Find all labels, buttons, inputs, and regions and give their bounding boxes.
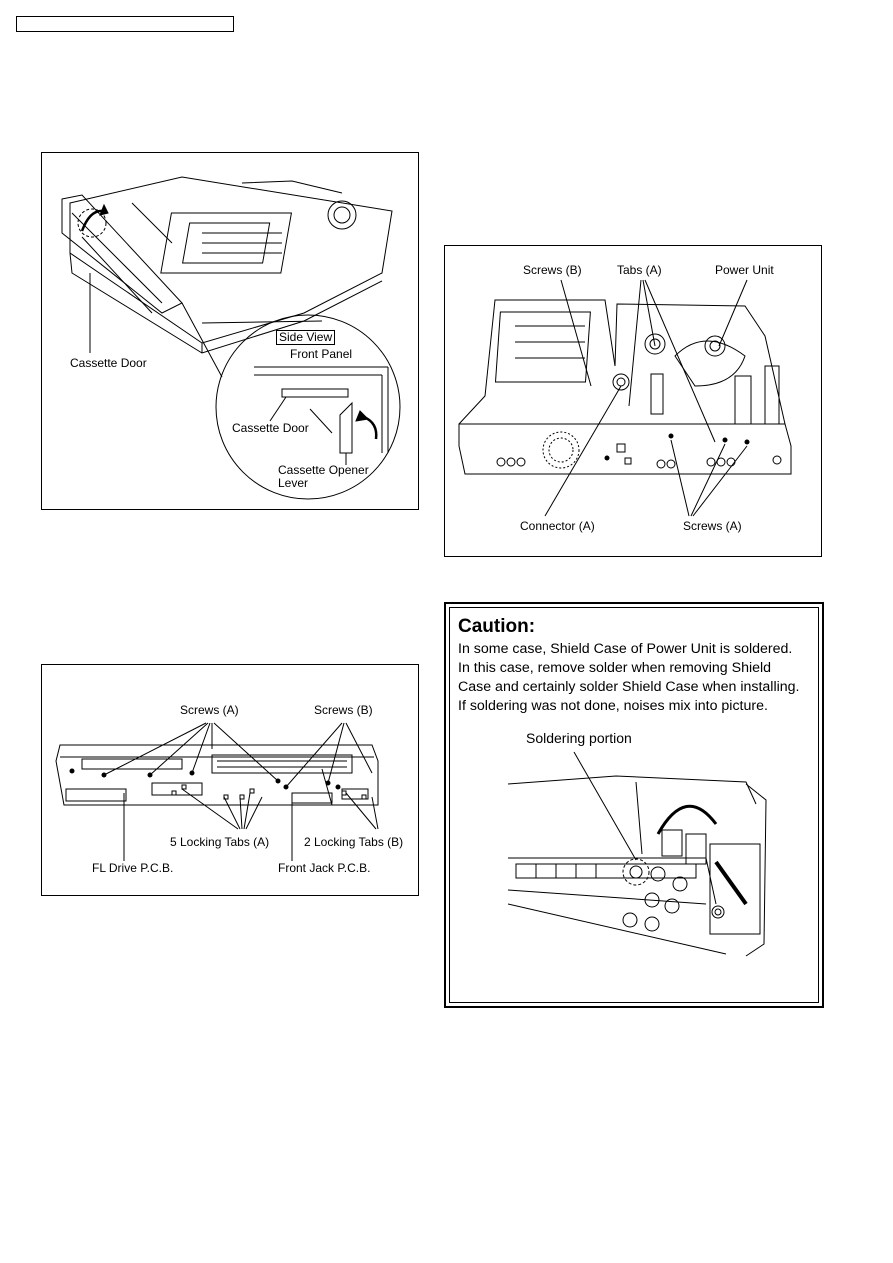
figure-front-panel-pcb: Screws (A) Screws (B) 5 Locking Tabs (A)…	[41, 664, 419, 896]
label-side-view: Side View	[276, 330, 336, 345]
caution-line: In this case, remove solder when removin…	[458, 660, 772, 676]
label-front-jack-pcb: Front Jack P.C.B.	[278, 861, 371, 875]
soldering-illustration	[507, 751, 767, 957]
cassette-door-illustration	[61, 176, 401, 500]
label-screws-a: Screws (A)	[683, 519, 742, 533]
label-front-panel: Front Panel	[290, 347, 353, 361]
caution-box: Caution: In some case, Shield Case of Po…	[444, 602, 824, 1008]
label-tabs-a: Tabs (A)	[617, 263, 662, 277]
label-screws-b: Screws (B)	[314, 703, 373, 717]
label-connector-a: Connector (A)	[520, 519, 595, 533]
label-locking-tabs-a: 5 Locking Tabs (A)	[170, 835, 270, 849]
figure-cassette-door: Cassette Door Side View Front Panel Cass…	[41, 152, 419, 510]
label-cassette-opener: Cassette Opener	[278, 463, 369, 477]
label-power-unit: Power Unit	[715, 263, 774, 277]
caution-line: If soldering was not done, noises mix in…	[458, 698, 768, 714]
label-screws-b: Screws (B)	[523, 263, 582, 277]
label-cassette-door-inset: Cassette Door	[232, 421, 309, 435]
caution-text: In some case, Shield Case of Power Unit …	[458, 640, 818, 716]
caution-line: In some case, Shield Case of Power Unit …	[458, 641, 793, 657]
figure-power-unit: Screws (B) Tabs (A) Power Unit Connector…	[444, 245, 822, 557]
label-fl-drive-pcb: FL Drive P.C.B.	[92, 861, 174, 875]
label-cassette-door: Cassette Door	[70, 356, 147, 370]
label-screws-a: Screws (A)	[180, 703, 239, 717]
label-locking-tabs-b: 2 Locking Tabs (B)	[304, 835, 404, 849]
header-box	[16, 16, 234, 32]
power-unit-illustration	[458, 279, 792, 517]
front-panel-pcb-illustration	[55, 722, 379, 861]
caution-title: Caution:	[458, 616, 536, 637]
caution-line: Case and certainly solder Shield Case wh…	[458, 679, 800, 695]
label-soldering-portion: Soldering portion	[526, 730, 632, 746]
label-lever: Lever	[278, 476, 309, 490]
caution-inner-frame	[449, 607, 819, 1003]
